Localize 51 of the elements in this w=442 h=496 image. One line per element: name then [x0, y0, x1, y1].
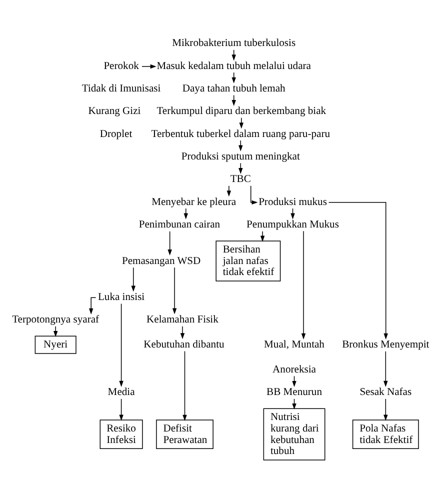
- node-text: Sesak Nafas: [360, 386, 412, 398]
- arrow: [182, 350, 187, 420]
- arrow: [180, 326, 185, 339]
- arrow: [384, 350, 388, 386]
- arrow: [250, 185, 258, 204]
- arrow: [260, 230, 265, 242]
- label: Kurang Gizi: [88, 106, 141, 117]
- node-text: Kelamahan Fisik: [146, 314, 218, 326]
- node-text: Masuk kedalam tubuh melalui udara: [156, 60, 311, 72]
- arrow: [184, 208, 188, 219]
- node-box: Resiko Infeksi: [100, 419, 143, 449]
- node-text: Media: [108, 386, 135, 398]
- arrow: [119, 398, 124, 420]
- arrow: [142, 64, 156, 68]
- label: Tidak di Imunisasi: [82, 83, 161, 94]
- node-text: Produksi sputum meningkat: [181, 151, 300, 162]
- node-text: Luka insisi: [98, 292, 145, 303]
- node-text: Anoreksia: [272, 364, 316, 376]
- label: Droplet: [100, 128, 132, 140]
- node-text: Penimbunan cairan: [138, 219, 220, 230]
- node-box: Nutrisi kurang dari kebutuhan tubuh: [263, 408, 326, 460]
- node-text: BB Menurun: [266, 386, 322, 398]
- arrow: [119, 302, 124, 386]
- arrow: [239, 116, 244, 128]
- node-text: Pemasangan WSD: [122, 255, 201, 266]
- arrow: [53, 326, 58, 336]
- node-text: Menyebar ke pleura: [152, 196, 236, 208]
- arrow: [131, 266, 136, 292]
- arrow: [301, 230, 306, 339]
- node-text: TBC: [230, 174, 251, 185]
- arrow: [384, 398, 388, 420]
- node-text: Terkumpul diparu dan berkembang biak: [156, 106, 326, 117]
- node-text: Perokok: [104, 60, 139, 72]
- node-text: Terbentuk tuberkel dalam ruang paru-paru: [151, 128, 330, 140]
- arrow: [226, 184, 232, 196]
- arrow: [172, 266, 177, 314]
- arrow: [328, 202, 388, 339]
- node-text: Daya tahan tubuh lemah: [182, 83, 286, 94]
- node-box: Pola Nafas tidak Efektif: [352, 419, 419, 449]
- node-text: Penumpukkan Mukus: [246, 219, 339, 230]
- node-box: Nyeri: [34, 335, 76, 354]
- arrow: [168, 230, 172, 255]
- node-text: Mual, Muntah: [264, 339, 324, 350]
- node-box: Bersihan jalan nafas tidak efektif: [216, 240, 281, 281]
- node-text: Mikrobakterium tuberkulosis: [172, 38, 296, 49]
- node-text: Terpotongnya syaraf: [12, 314, 100, 326]
- node-text: Kebutuhan dibantu: [144, 339, 224, 350]
- node-text: Produksi mukus: [258, 196, 327, 208]
- node-box: Defisit Perawatan: [156, 419, 214, 449]
- node-text: Bronkus Menyempit: [342, 339, 430, 350]
- arrow: [88, 296, 96, 314]
